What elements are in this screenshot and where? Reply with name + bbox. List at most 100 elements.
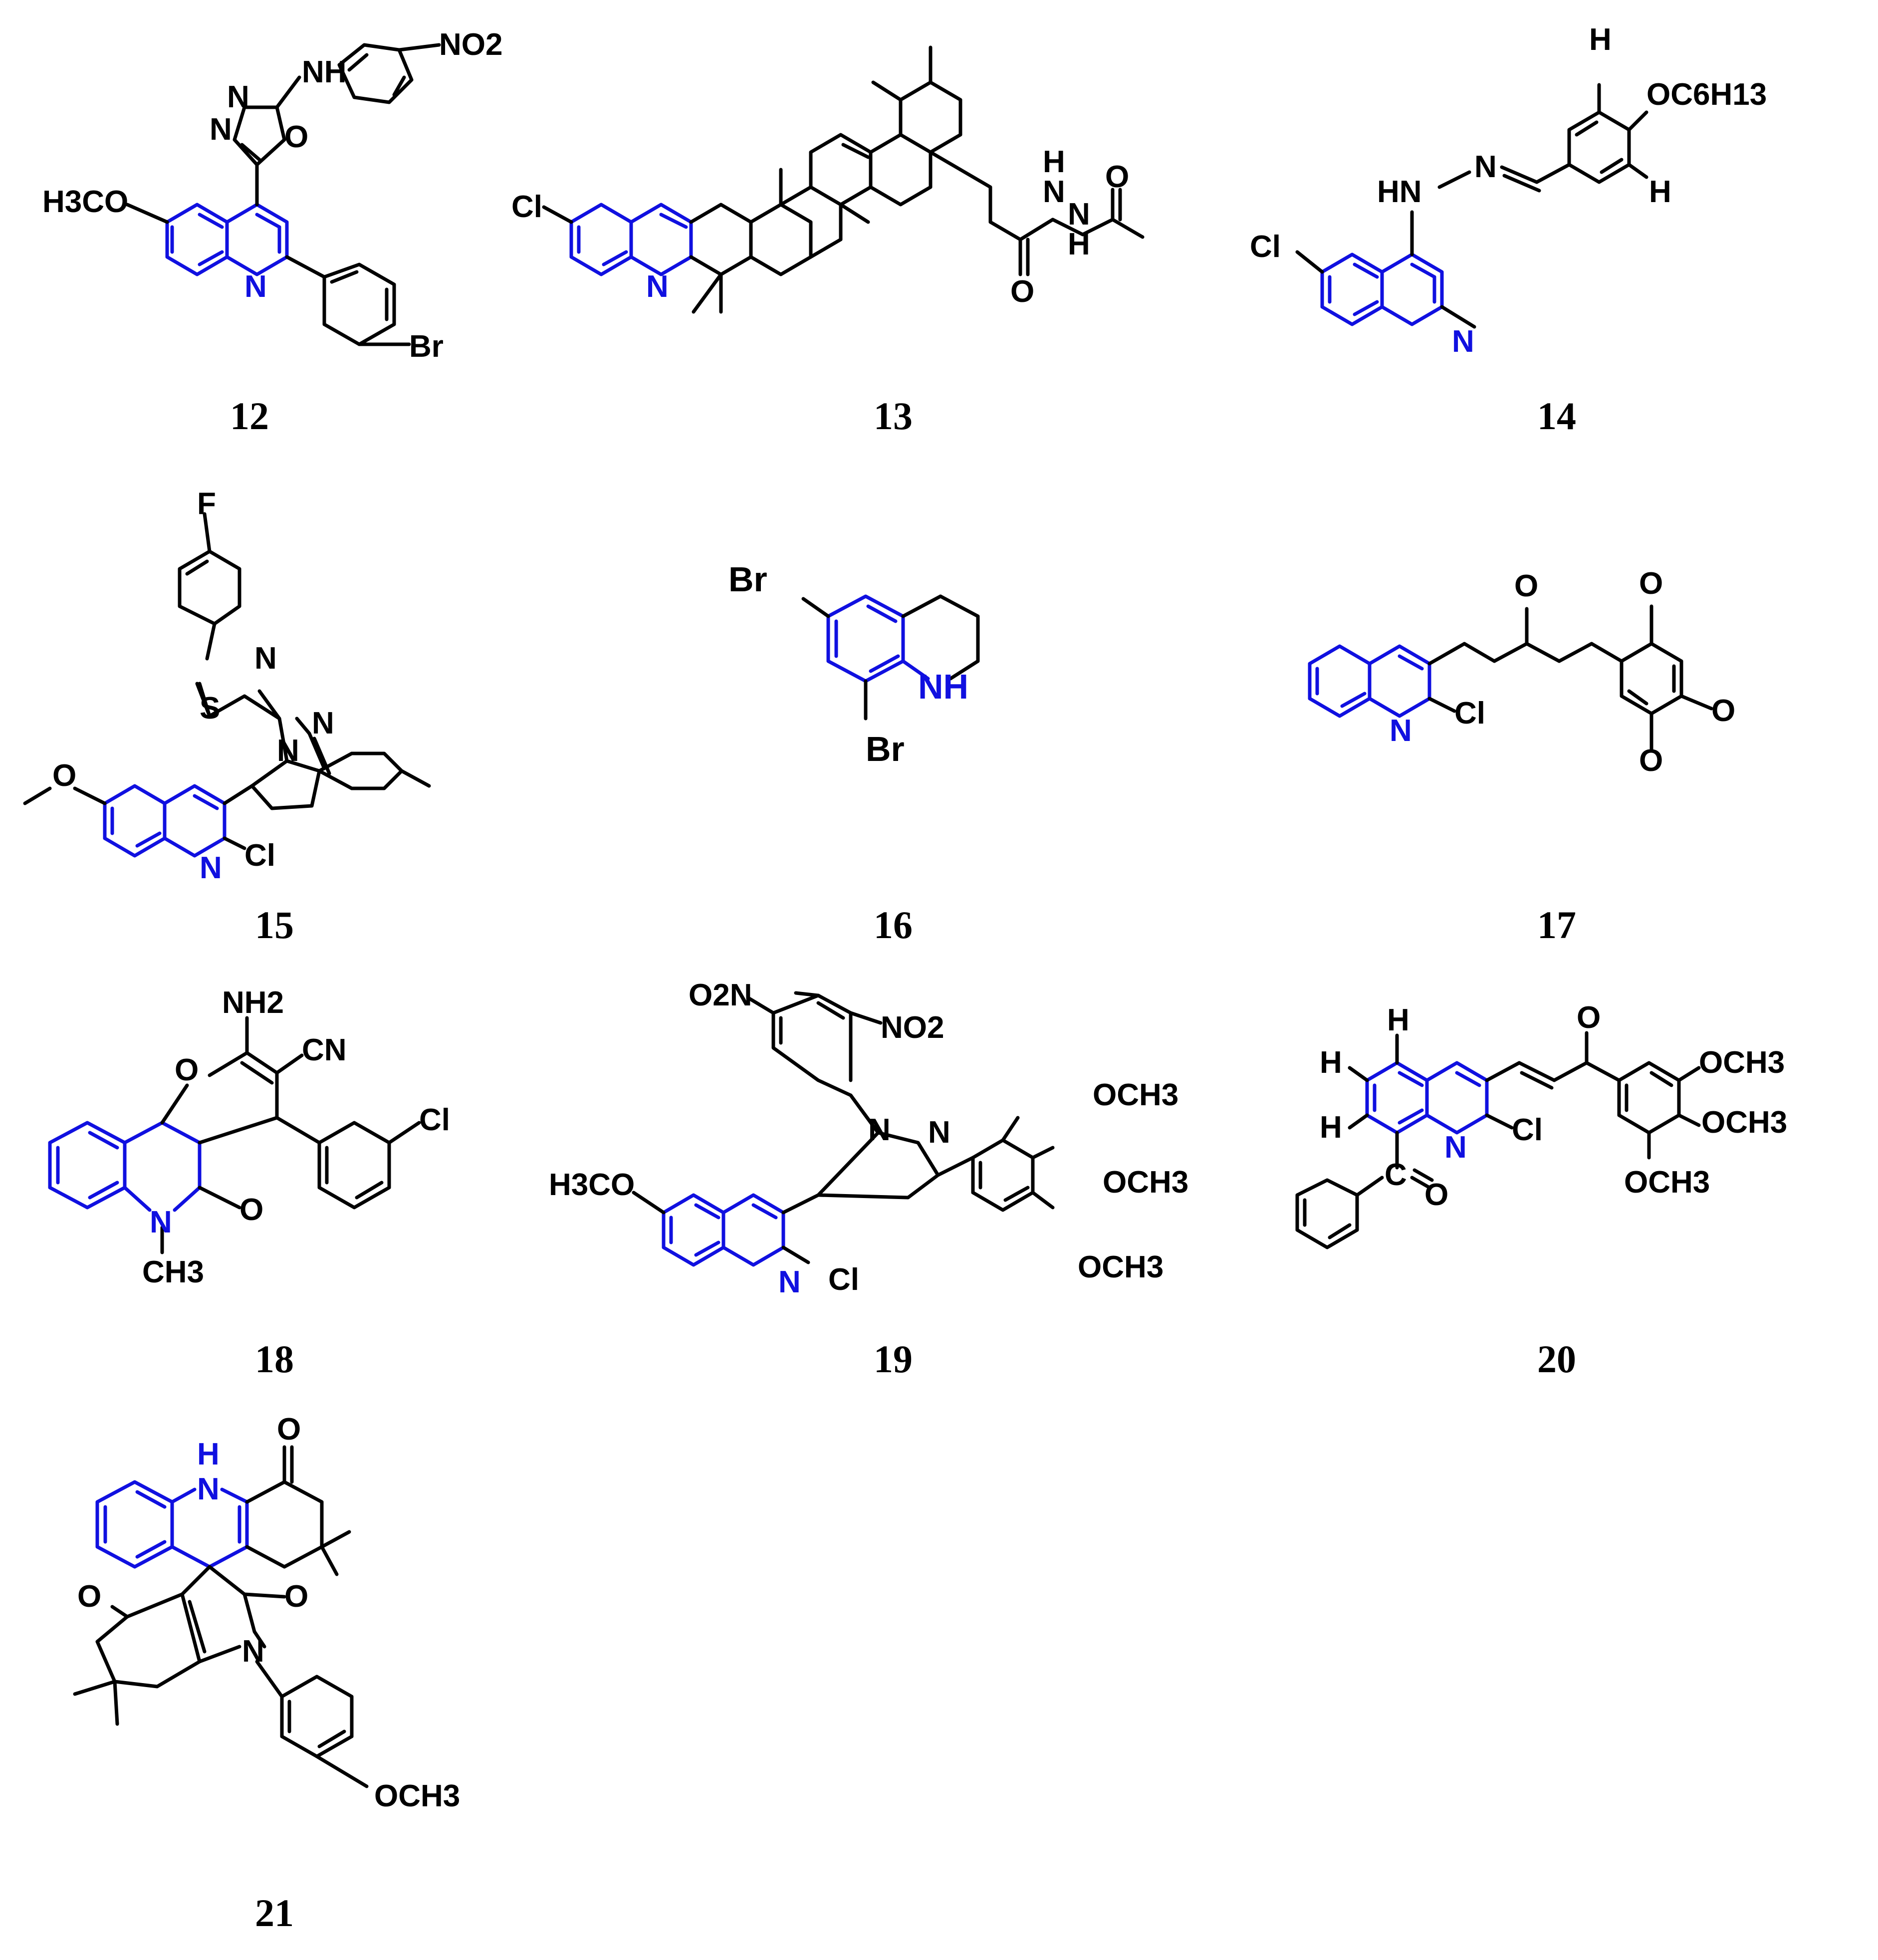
atom-label: NO2	[439, 27, 502, 62]
atom-label: N	[778, 1265, 801, 1299]
atom-label: H3CO	[549, 1168, 635, 1202]
compound-19-atom-labels: O2N NO2 OCH3 N N H3CO OCH3 OCH3 N Cl	[549, 978, 1188, 1299]
atom-label: O	[1105, 160, 1129, 194]
atom-label: CN	[302, 1033, 347, 1067]
atom-label: Br	[866, 730, 905, 768]
compound-21-label: 21	[255, 1891, 294, 1935]
compound-17-label: 17	[1537, 903, 1576, 947]
atom-label: H	[1320, 1110, 1342, 1145]
compound-14-label: 14	[1537, 394, 1576, 438]
compound-13-label: 13	[874, 394, 913, 438]
atom-label: OCH3	[374, 1779, 460, 1813]
compound-12-label: 12	[230, 394, 269, 438]
compound-15-atom-labels: F N S N N O N Cl	[52, 487, 334, 885]
atom-label: O	[52, 758, 76, 793]
atom-label: O	[284, 1579, 308, 1614]
compound-18-structure	[48, 1016, 421, 1254]
compound-20-structure	[1295, 1031, 1701, 1249]
atom-label: N	[1444, 1130, 1467, 1165]
atom-label: Cl	[828, 1262, 859, 1297]
atom-label: N	[277, 734, 299, 768]
compound-20-label: 20	[1537, 1337, 1576, 1381]
compound-13-atom-labels: Cl N H N N H O O	[511, 145, 1129, 309]
atom-label: H	[1649, 175, 1671, 209]
compound-14-atom-labels: H OC6H13 HN N H Cl N	[1250, 22, 1767, 359]
atom-label: H	[1589, 22, 1612, 57]
atom-label: N	[312, 706, 334, 740]
atom-label: Br	[409, 329, 444, 364]
compound-17-atom-labels: O O N Cl O O	[1390, 566, 1735, 778]
atom-label: OCH3	[1093, 1078, 1178, 1112]
atom-label: OCH3	[1699, 1045, 1785, 1080]
atom-label: N	[150, 1205, 172, 1239]
atom-label: N	[1068, 197, 1090, 232]
atom-label: NO2	[881, 1010, 944, 1045]
compound-12-structure	[125, 43, 441, 346]
atom-label: O	[77, 1579, 101, 1614]
atom-label: N	[210, 112, 232, 147]
compound-12-atom-labels: NH NO2 N N O H3CO N Br	[42, 27, 502, 364]
atom-label: N	[254, 641, 277, 676]
compound-18-atom-labels: NH2 CN O Cl N O CH3	[142, 985, 450, 1289]
atom-label: H	[1043, 145, 1065, 179]
atom-label: OCH3	[1078, 1250, 1164, 1284]
atom-label: HN	[1377, 175, 1422, 209]
atom-label: O	[175, 1053, 199, 1087]
compound-21-atom-labels: H N O O O N OCH3	[77, 1412, 460, 1813]
compound-14-structure	[1295, 83, 1648, 329]
atom-label: F	[197, 487, 216, 521]
compound-16-label: 16	[874, 903, 913, 947]
atom-label: O	[1577, 1000, 1601, 1035]
atom-label: OCH3	[1624, 1165, 1710, 1200]
atom-label: N	[1452, 324, 1474, 359]
atom-label: NH2	[222, 985, 284, 1020]
atom-label: H3CO	[42, 185, 128, 219]
atom-label: N	[1043, 175, 1065, 209]
compound-16-atom-labels: Br NH Br	[728, 560, 968, 768]
compound-21-structure	[73, 1445, 369, 1788]
atom-label: Cl	[1250, 230, 1281, 264]
atom-label: OCH3	[1103, 1165, 1188, 1200]
compound-20-atom-labels: H H H O OCH3 OCH3 OCH3 N Cl C O	[1320, 1000, 1787, 1212]
atom-label: N	[1390, 714, 1412, 748]
atom-label: N	[646, 269, 669, 304]
atom-label: N	[242, 1634, 264, 1669]
atom-label: Cl	[511, 190, 542, 224]
atom-label: O	[1639, 566, 1663, 601]
atom-label: OCH3	[1701, 1105, 1787, 1140]
atom-label: N	[197, 1472, 220, 1506]
atom-label: Cl	[1512, 1113, 1543, 1147]
atom-label: OC6H13	[1646, 77, 1767, 112]
compound-17-structure	[1308, 604, 1713, 753]
atom-label: NH	[302, 55, 347, 89]
atom-label: Cl	[419, 1103, 450, 1137]
compound-13-structure	[542, 45, 1145, 314]
atom-label: Br	[728, 560, 767, 599]
atom-label: O2N	[689, 978, 752, 1012]
atom-label: O	[239, 1193, 263, 1227]
atom-label: N	[868, 1113, 891, 1147]
atom-label: N	[928, 1115, 950, 1150]
atom-label: N	[200, 851, 222, 885]
compound-15-structure	[23, 512, 431, 858]
atom-label: O	[1010, 274, 1034, 309]
atom-label: O	[277, 1412, 301, 1447]
compound-19-structure	[632, 991, 1055, 1267]
atom-label: S	[200, 691, 220, 726]
compound-19-label: 19	[874, 1337, 913, 1381]
atom-label: N	[1474, 150, 1497, 184]
compound-18-label: 18	[255, 1337, 294, 1381]
atom-label: O	[1711, 694, 1735, 728]
atom-label: H	[197, 1437, 220, 1471]
atom-label: C	[1385, 1158, 1407, 1192]
compound-16-structure	[801, 594, 980, 721]
atom-label: O	[1639, 743, 1663, 778]
atom-label: H	[1387, 1003, 1409, 1037]
atom-label: NH	[918, 667, 968, 706]
atom-label: H	[1320, 1045, 1342, 1080]
atom-label: N	[244, 269, 267, 304]
atom-label: Cl	[1454, 696, 1485, 731]
compound-15-label: 15	[255, 903, 294, 947]
atom-label: Cl	[244, 838, 275, 873]
